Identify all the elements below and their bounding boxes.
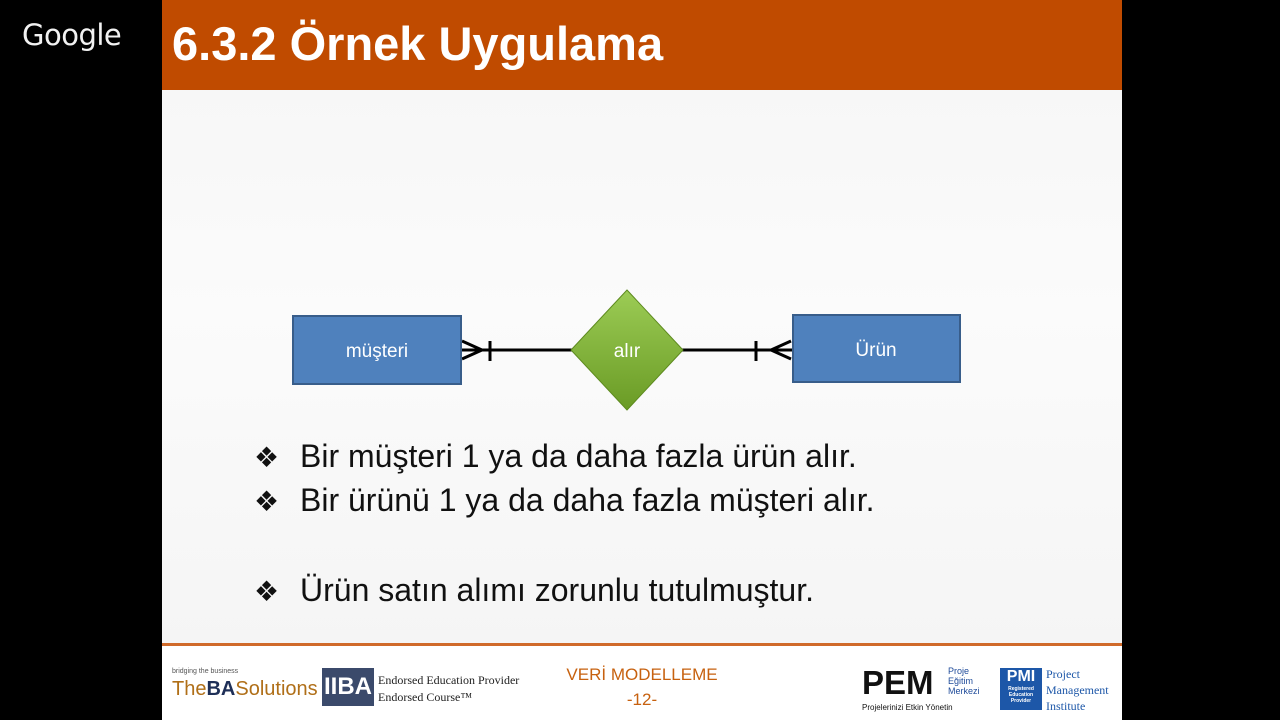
relationship-alir-label: alır (614, 341, 641, 362)
bullet-text: Bir müşteri 1 ya da daha fazla ürün alır… (300, 438, 857, 474)
entity-musteri-label: müşteri (346, 341, 408, 362)
thebasolutions-logo: TheBASolutions (172, 678, 318, 700)
ba-tagline: bridging the business (172, 668, 239, 675)
google-watermark: Google (22, 18, 122, 52)
entity-urun (792, 314, 961, 383)
bullet-item: ❖ Bir müşteri 1 ya da daha fazla ürün alı… (254, 438, 857, 475)
bullet-item: ❖ Bir ürünü 1 ya da daha fazla müşteri al… (254, 482, 875, 519)
page-number: -12- (626, 690, 658, 709)
entity-musteri (292, 315, 462, 385)
slide-title: 6.3.2 Örnek Uygulama (172, 17, 664, 70)
bullet-text: Ürün satın alımı zorunlu tutulmuştur. (300, 572, 814, 608)
footer-divider (162, 643, 1122, 646)
title-bar: 6.3.2 Örnek Uygulama (162, 0, 1122, 90)
pem-logo: PEM Proje Eğitim Merkezi Projelerinizi E… (862, 664, 980, 713)
pmi-logo-icon: PMI Registered Education Provider (1000, 668, 1042, 710)
iiba-logo: IIBA (322, 668, 374, 706)
crowfoot-right-icon (754, 339, 792, 361)
pmi-logo-text: Project Management Institute (1046, 667, 1109, 713)
relationship-alir (570, 289, 684, 411)
endorsed-text: Endorsed Education Provider Endorsed Cou… (378, 673, 520, 704)
bullet-diamond-icon: ❖ (254, 576, 280, 607)
bullet-diamond-icon: ❖ (254, 486, 280, 517)
slide: 6.3.2 Örnek Uygulama müşteri alır Ürün ❖… (162, 0, 1122, 720)
bullet-item: ❖ Ürün satın alımı zorunlu tutulmuştur. (254, 572, 814, 609)
course-title: VERİ MODELLEME (566, 665, 718, 684)
bullet-diamond-icon: ❖ (254, 442, 280, 473)
bullet-text: Bir ürünü 1 ya da daha fazla müşteri alı… (300, 482, 875, 518)
course-info: VERİ MODELLEME -12- (562, 662, 722, 712)
slide-footer: bridging the business TheBASolutions IIB… (162, 646, 1122, 720)
er-diagram: müşteri alır Ürün (292, 289, 961, 411)
entity-urun-label: Ürün (855, 340, 896, 361)
crowfoot-left-icon (461, 339, 492, 361)
